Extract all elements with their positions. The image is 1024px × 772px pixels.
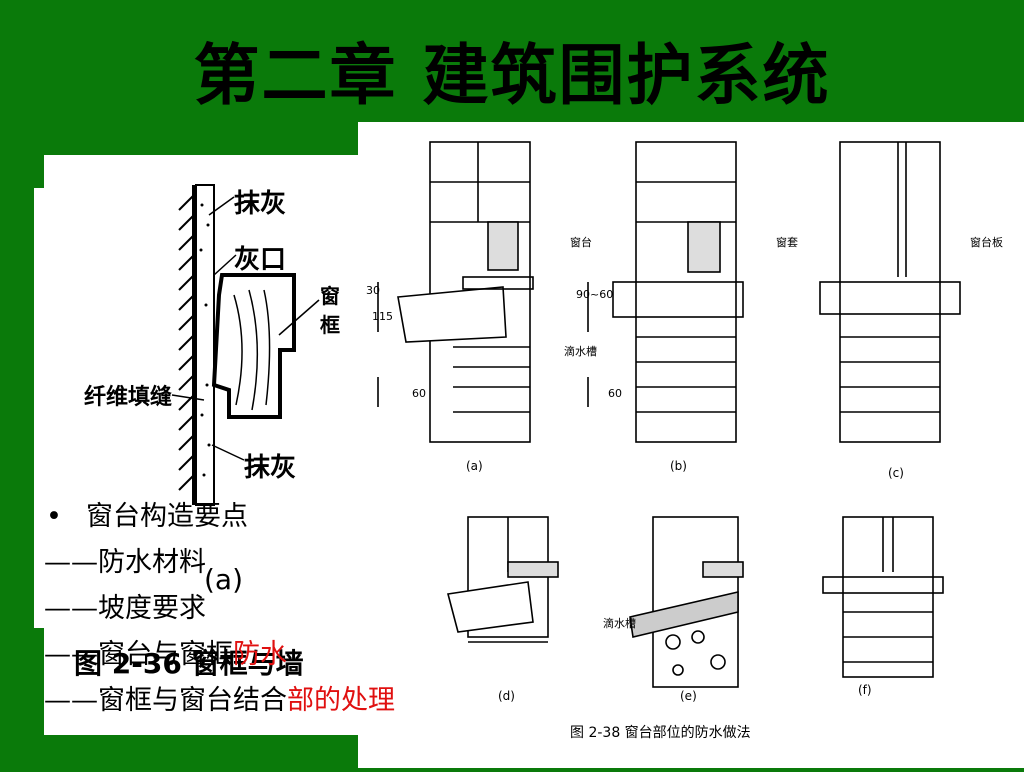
bullet-heading-row: • 窗台构造要点 xyxy=(44,494,514,540)
label-drip: 滴水槽 xyxy=(564,344,597,358)
panel-c-label: (c) xyxy=(888,466,904,480)
dim-115: 115 xyxy=(372,310,393,323)
detail-caption: 图 2-36 窗框与墙 xyxy=(74,647,304,680)
frame-wall-detail-drawing xyxy=(171,184,320,506)
dim-30: 30 xyxy=(366,284,380,297)
bullet-item-1: ——防水材料 xyxy=(44,547,206,578)
label-plaster-top: 抹灰 xyxy=(234,189,287,219)
label-fiber-fill: 纤维填缝 xyxy=(84,385,173,410)
bullet-item-3-highlight: 防水 xyxy=(233,639,287,670)
detail-sub-label: (a) xyxy=(204,563,244,596)
panel-b-label: (b) xyxy=(670,459,687,473)
bullet-heading: 窗台构造要点 xyxy=(86,501,248,532)
slide-title: 第二章 建筑围护系统 xyxy=(193,37,831,114)
label-plaster-bottom: 抹灰 xyxy=(244,453,297,483)
label-mortar-joint: 灰口 xyxy=(234,245,287,275)
bullet-item-2: ——坡度要求 xyxy=(44,593,206,624)
detail-panel-edge xyxy=(34,188,54,628)
sill-waterproof-drawing: 窗台 滴水槽 滴水槽 窗套 窗台板 30 115 90~60 60 60 (a)… xyxy=(366,141,1003,741)
sill-key-points: • 窗台构造要点 ——防水材料 ——坡度要求 ——窗台与窗框防水 ——窗框与窗台结… xyxy=(44,494,514,724)
dim-60-b: 60 xyxy=(608,387,622,400)
label-sill: 窗台 xyxy=(570,235,592,249)
label-casing: 窗套 xyxy=(776,235,798,249)
bullet-item-4-text: ——窗框与窗台结合 xyxy=(44,685,287,716)
bullet-item-4: ——窗框与窗台结合部的处理 xyxy=(44,678,514,724)
panel-f-label: (f) xyxy=(858,683,872,697)
dim-90-60: 90~60 xyxy=(576,288,613,301)
label-drip-e: 滴水槽 xyxy=(603,616,636,630)
panel-a-label: (a) xyxy=(466,459,483,473)
bullet-item-4-highlight: 部的处理 xyxy=(287,685,395,716)
bullet-dot-icon: • xyxy=(46,501,62,532)
label-sill-board: 窗台板 xyxy=(970,235,1003,249)
label-window-frame: 窗框 xyxy=(320,284,340,337)
bullet-item-3: ——窗台与窗框防水 xyxy=(44,632,514,678)
dim-60-a: 60 xyxy=(412,387,426,400)
bullet-item-3-text: ——窗台与窗框 xyxy=(44,639,233,670)
figure-caption: 图 2-38 窗台部位的防水做法 xyxy=(570,724,751,741)
sill-waterproof-figure-panel: 窗台 滴水槽 滴水槽 窗套 窗台板 30 115 90~60 60 60 (a)… xyxy=(358,122,1024,768)
frame-wall-detail-panel: 抹灰 灰口 窗框 纤维填缝 抹灰 (a) 图 2-36 窗框与墙 xyxy=(44,155,359,735)
panel-e-label: (e) xyxy=(680,689,697,703)
panel-d-label: (d) xyxy=(498,689,515,703)
